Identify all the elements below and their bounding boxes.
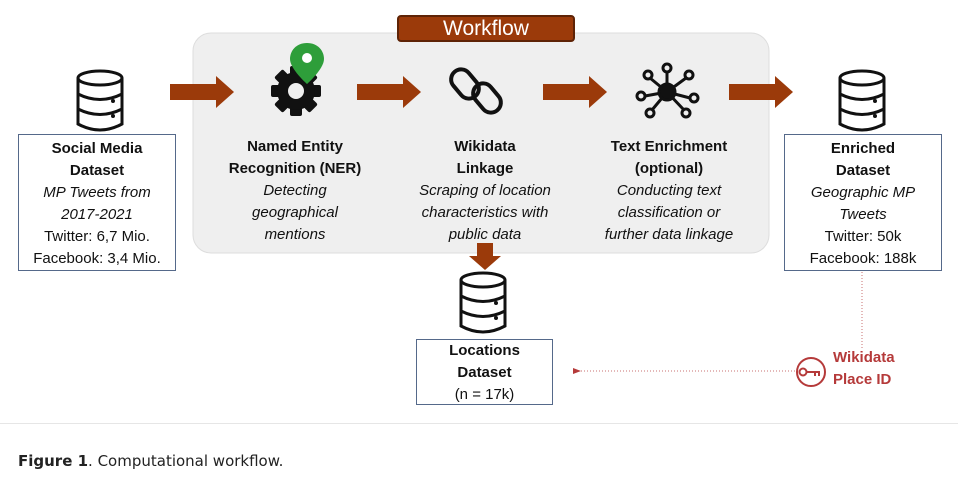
social-media-stat-facebook: Facebook: 3,4 Mio. xyxy=(33,250,161,267)
arrow-social-to-ner xyxy=(170,76,234,108)
caption-divider xyxy=(0,423,958,424)
wikidata-title-1: Wikidata xyxy=(454,138,516,155)
wikidata-desc-1: Scraping of location xyxy=(419,182,551,199)
wikidata-desc-3: public data xyxy=(448,226,522,243)
figure-caption: Figure 1. Computational workflow. xyxy=(18,452,283,470)
ner-desc-3: mentions xyxy=(264,226,326,243)
arrow-wikidata-to-locations xyxy=(469,243,501,270)
wikidata-place-id-label: Wikidata Place ID xyxy=(833,347,895,391)
enrichment-step: Text Enrichment (optional) Conducting te… xyxy=(584,136,754,246)
locations-stat: (n = 17k) xyxy=(454,386,515,403)
key-icon xyxy=(796,357,826,387)
wikidata-desc-2: characteristics with xyxy=(421,204,549,221)
social-media-desc-1: MP Tweets from xyxy=(43,184,151,201)
caption-text: . Computational workflow. xyxy=(88,452,284,470)
enrichment-desc-1: Conducting text xyxy=(616,182,722,199)
ner-step: Named Entity Recognition (NER) Detecting… xyxy=(210,136,380,246)
key-label-2: Place ID xyxy=(833,371,892,388)
locations-title-1: Locations xyxy=(449,342,520,359)
locations-title-2: Dataset xyxy=(457,364,512,381)
enrichment-title-2: (optional) xyxy=(634,160,704,177)
arrow-ner-to-wikidata xyxy=(357,76,421,108)
social-media-title-1: Social Media xyxy=(51,140,143,157)
enriched-desc-2: Tweets xyxy=(839,206,887,223)
ner-desc-2: geographical xyxy=(252,204,338,221)
enriched-desc-1: Geographic MP xyxy=(810,184,916,201)
social-media-title-2: Dataset xyxy=(69,162,125,179)
social-media-database-icon xyxy=(76,69,124,132)
network-icon xyxy=(635,62,700,119)
enriched-title-1: Enriched xyxy=(830,140,896,157)
enrichment-desc-3: further data linkage xyxy=(604,226,734,243)
enriched-stat-twitter: Twitter: 50k xyxy=(824,228,902,245)
diagram-canvas xyxy=(76,32,886,387)
caption-figure-number: Figure 1 xyxy=(18,452,89,470)
enrichment-desc-2: classification or xyxy=(617,204,721,221)
social-media-stat-twitter: Twitter: 6,7 Mio. xyxy=(44,228,150,245)
ner-desc-1: Detecting xyxy=(263,182,327,199)
gear-pin-icon xyxy=(271,43,324,116)
key-label-1: Wikidata xyxy=(833,349,895,366)
ner-title-2: Recognition (NER) xyxy=(228,160,362,177)
locations-dataset-box: Locations Dataset (n = 17k) xyxy=(416,339,553,405)
enriched-database-icon xyxy=(838,69,886,132)
arrow-enrichment-to-enriched xyxy=(729,76,793,108)
enrichment-title-1: Text Enrichment xyxy=(610,138,728,155)
enriched-stat-facebook: Facebook: 188k xyxy=(809,250,917,267)
workflow-label: Workflow xyxy=(397,15,575,42)
social-media-desc-2: 2017-2021 xyxy=(61,206,133,223)
enriched-title-2: Dataset xyxy=(835,162,891,179)
ner-title-1: Named Entity xyxy=(247,138,343,155)
wikidata-title-2: Linkage xyxy=(456,160,514,177)
arrow-wikidata-to-enrichment xyxy=(543,76,607,108)
social-media-dataset-box: Social Media Dataset MP Tweets from 2017… xyxy=(18,134,176,271)
locations-database-icon xyxy=(459,271,507,334)
enriched-dataset-box: Enriched Dataset Geographic MP Tweets Tw… xyxy=(784,134,942,271)
wikidata-step: Wikidata Linkage Scraping of location ch… xyxy=(400,136,570,246)
chain-link-icon xyxy=(449,67,503,115)
